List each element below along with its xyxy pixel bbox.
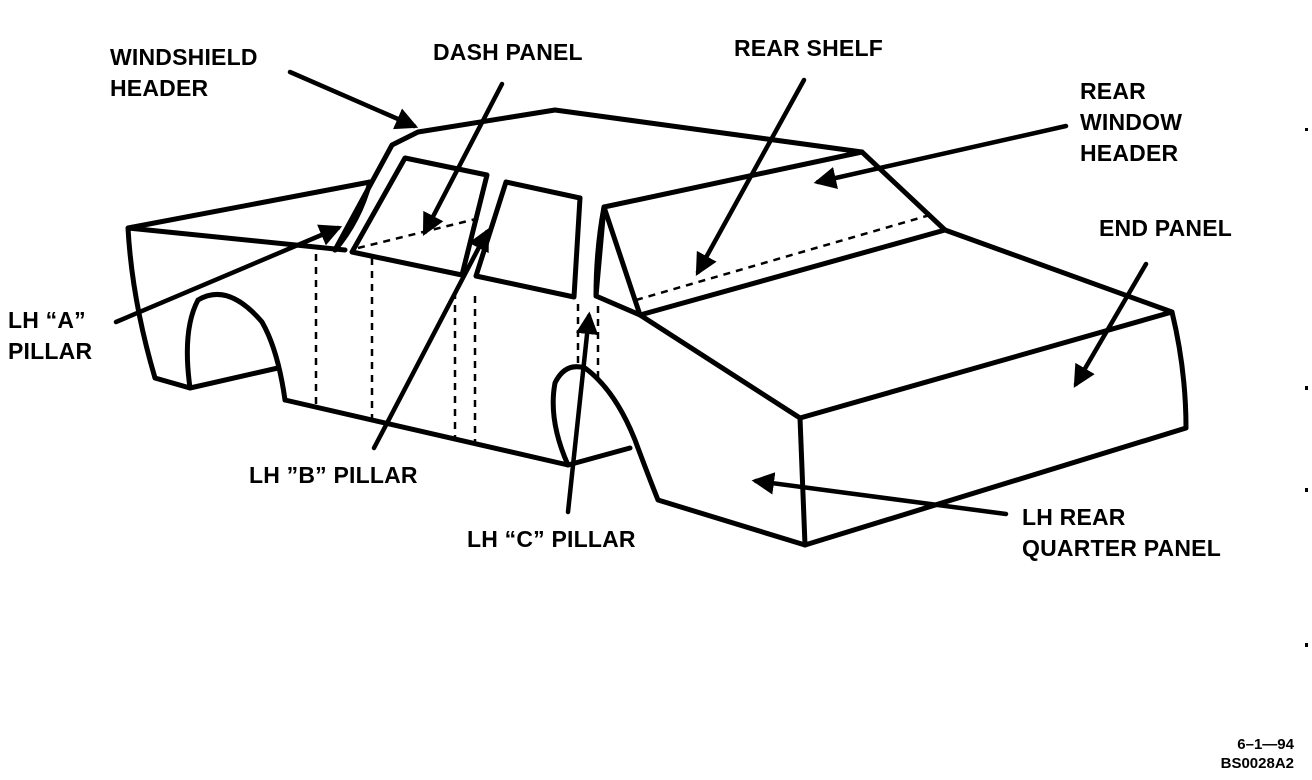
label-line: LH ”B” PILLAR — [249, 462, 418, 488]
rear-shelf-hidden-line — [635, 213, 931, 302]
leader-arrows — [113, 69, 1149, 517]
end-panel-label: END PANEL — [1099, 213, 1232, 244]
edge-tick — [1305, 488, 1308, 492]
edge-tick — [1305, 128, 1308, 131]
label-line: QUARTER PANEL — [1022, 535, 1221, 561]
front-fender-line — [187, 365, 281, 391]
lh-a-pillar-arrow — [113, 224, 343, 325]
windshield-header-arrow — [287, 69, 419, 130]
dash-panel-label: DASH PANEL — [433, 37, 583, 68]
rear-window-header-label: REAR WINDOW HEADER — [1080, 76, 1182, 169]
label-line: WINDSHIELD — [110, 44, 258, 70]
windshield-header-label: WINDSHIELD HEADER — [110, 42, 258, 104]
label-line: LH REAR — [1022, 504, 1126, 530]
label-line: REAR SHELF — [734, 35, 883, 61]
label-line: WINDOW — [1080, 109, 1183, 135]
end-panel-arrow — [1073, 261, 1149, 388]
label-line: REAR — [1080, 78, 1146, 104]
dash-panel-hidden-line — [357, 216, 481, 250]
car-body-outline — [125, 107, 1189, 548]
label-line: LH “A” — [8, 307, 86, 333]
rear-wheel-arch — [550, 364, 808, 548]
label-line: HEADER — [110, 75, 209, 101]
trunk-deck — [637, 227, 1175, 421]
quarter-panel-edge — [593, 204, 643, 318]
figure-date: 6–1—94 — [1237, 736, 1294, 753]
label-line: PILLAR — [8, 338, 93, 364]
figure-reference: 6–1—94 BS0028A2 — [1221, 735, 1294, 773]
end-panel-outline — [797, 309, 1189, 548]
hood-outline — [125, 179, 373, 391]
front-wheel-arch — [184, 291, 288, 403]
lh-b-pillar-label: LH ”B” PILLAR — [249, 460, 418, 491]
rear-window-header-arrow — [813, 123, 1069, 190]
lh-b-pillar-arrow — [371, 228, 490, 451]
rear-door-window — [473, 179, 583, 300]
lh-a-pillar-label: LH “A” PILLAR — [8, 305, 92, 367]
lh-rear-quarter-panel-arrow — [751, 472, 1009, 517]
label-line: DASH PANEL — [433, 39, 583, 65]
figure-code: BS0028A2 — [1220, 755, 1294, 772]
lh-rear-quarter-panel-label: LH REAR QUARTER PANEL — [1022, 502, 1221, 564]
label-line: LH “C” PILLAR — [467, 526, 636, 552]
edge-tick — [1305, 386, 1308, 390]
edge-ticks — [1305, 128, 1308, 647]
rear-shelf-arrow — [695, 77, 807, 276]
lh-c-pillar-arrow — [565, 311, 599, 515]
label-line: END PANEL — [1099, 215, 1232, 241]
label-line: HEADER — [1080, 140, 1179, 166]
lh-c-pillar-label: LH “C” PILLAR — [467, 524, 636, 555]
edge-tick — [1305, 643, 1308, 647]
rear-shelf-label: REAR SHELF — [734, 33, 883, 64]
dash-panel-arrow — [422, 81, 505, 236]
rear-window-frame — [601, 149, 948, 318]
front-door-window — [349, 155, 490, 278]
windshield-frame — [332, 107, 865, 253]
